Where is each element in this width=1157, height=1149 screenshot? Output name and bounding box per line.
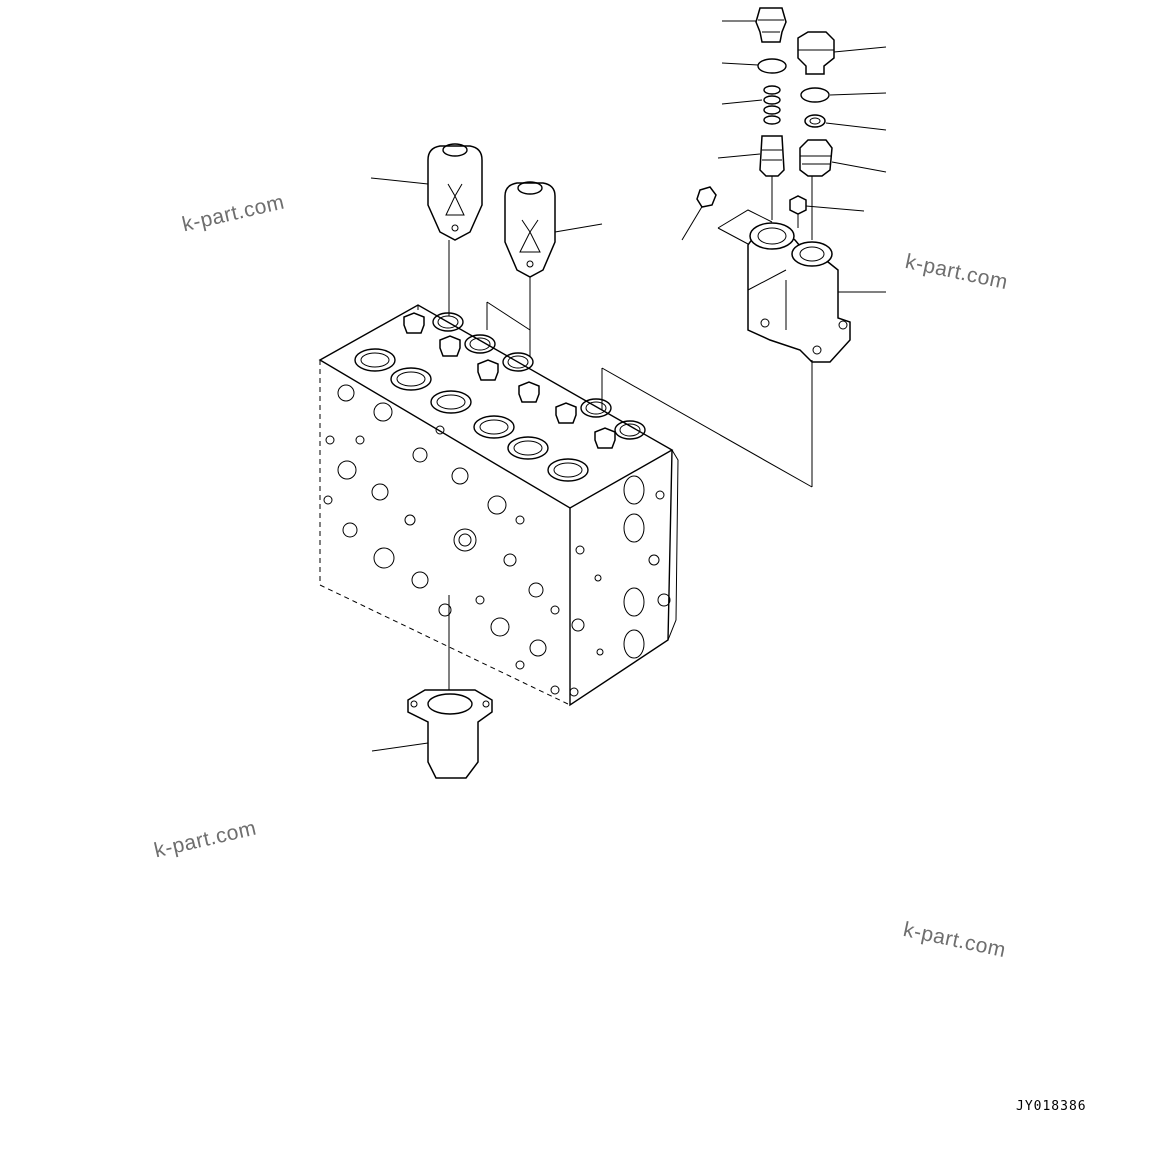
valve-block (318, 304, 679, 707)
o-ring-right (800, 87, 887, 103)
valve-housing (747, 222, 886, 487)
o-ring-left (721, 58, 787, 74)
plug-right (797, 31, 887, 75)
plug-left (722, 7, 787, 43)
solenoid-valve-2 (504, 181, 603, 356)
solenoid-valve-1 (370, 143, 483, 316)
spring-left (721, 85, 781, 125)
small-plug (789, 195, 865, 228)
poppet-right (799, 139, 887, 240)
bottom-cover (371, 595, 493, 779)
seal-right (804, 114, 887, 131)
drawing-code: JY018386 (1016, 1099, 1087, 1114)
poppet-left (717, 135, 785, 220)
